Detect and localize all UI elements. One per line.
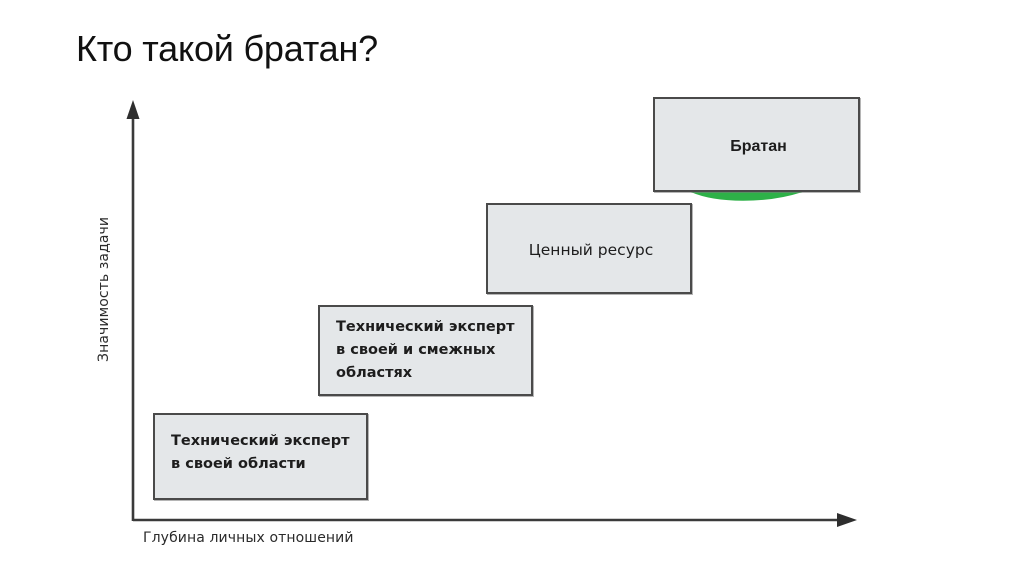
step-box-label: Братан xyxy=(730,138,787,155)
step-box-label: Технический эксперт в своей и смежных об… xyxy=(336,319,515,381)
x-axis-label: Глубина личных отношений xyxy=(143,530,354,546)
step-box-technical-expert-adjacent-areas[interactable]: Технический эксперт в своей и смежных об… xyxy=(318,305,533,396)
step-box-label: Технический эксперт в своей области xyxy=(171,433,350,472)
arrow-up-icon xyxy=(126,100,140,119)
y-axis-label: Значимость задачи xyxy=(96,216,112,362)
step-box-technical-expert-own-area[interactable]: Технический эксперт в своей области xyxy=(153,413,368,500)
step-box-valuable-resource[interactable]: Ценный ресурс xyxy=(486,203,692,294)
page-title: Кто такой братан? xyxy=(76,28,378,69)
step-box-label: Ценный ресурс xyxy=(528,241,654,259)
arrow-right-icon xyxy=(837,513,857,527)
step-box-bratan[interactable]: Братан xyxy=(653,97,860,192)
